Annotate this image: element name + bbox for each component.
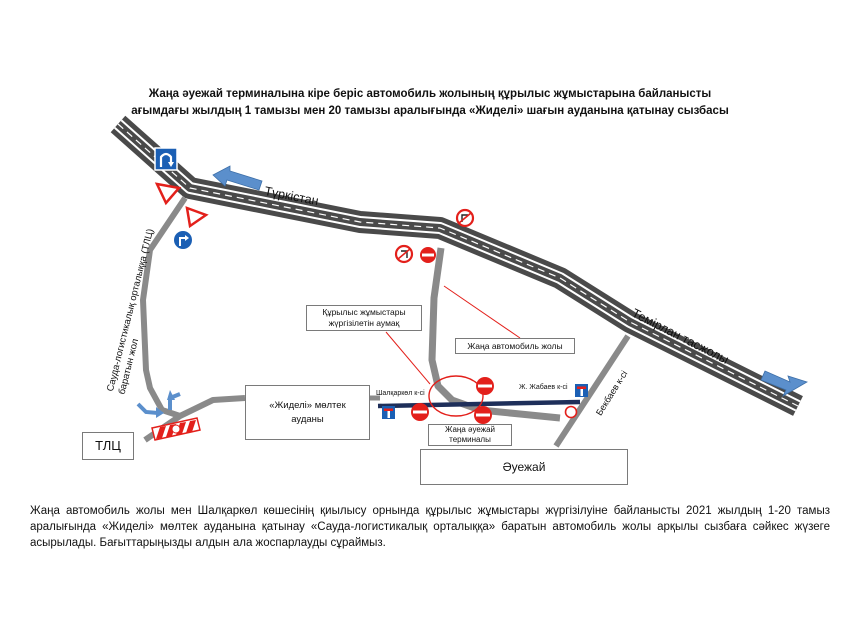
turn-right-sign-icon: [174, 231, 192, 249]
new-road-box: Жаңа автомобиль жолы: [455, 338, 575, 354]
road-shalkar-zhabaev: [377, 399, 581, 409]
map-title: Жаңа әуежай терминалына кіре берiс автом…: [60, 86, 800, 120]
no-left-turn-sign-icon: [394, 244, 414, 264]
airport-box: Әуежай: [420, 449, 628, 485]
road-logistics: [140, 196, 188, 419]
map-title-line1: Жаңа әуежай терминалына кіре берiс автом…: [148, 88, 712, 100]
highway-turkistan-temirlan: [110, 115, 803, 416]
construction-zone-box: Құрылыс жұмыстары жүргізілетін аумақ: [306, 305, 422, 331]
direction-arrow-icon: [212, 165, 263, 191]
dead-end-sign-icon: [575, 384, 588, 397]
u-turn-sign-icon: [154, 147, 178, 171]
road-label-shalkar: Шалқаркөл к-сі: [376, 390, 425, 397]
tlc-box: ТЛЦ: [82, 432, 134, 460]
no-entry-sign-icon: [411, 403, 429, 421]
no-entry-sign-icon: [420, 247, 436, 263]
footer-note: Жаңа автомобиль жолы мен Шалқаркөл көшес…: [30, 505, 830, 549]
no-entry-sign-icon: [474, 406, 492, 424]
yield-sign-icon: [154, 182, 182, 206]
new-terminal-box: Жаңа әуежай терминалы: [428, 424, 512, 446]
dead-end-sign-icon: [382, 406, 395, 419]
construction-zone-icon: [428, 375, 484, 417]
map-title-line2: ағымдағы жылдың 1 тамызы мен 20 тамызы а…: [131, 105, 729, 117]
road-bekbaev: [553, 334, 631, 448]
zhideli-box: «Жиделі» мөлтек ауданы: [245, 385, 370, 440]
road-label-zhabaev: Ж. Жабаев к-сі: [519, 384, 568, 391]
yield-sign-icon: [185, 206, 209, 229]
barrier-icon: [151, 417, 201, 441]
direction-arrow-icon: [760, 370, 808, 398]
no-vehicles-sign-icon: [564, 405, 578, 419]
no-entry-sign-icon: [476, 377, 494, 395]
road-new-link: [428, 247, 561, 422]
no-left-turn-sign-icon: [455, 208, 475, 228]
